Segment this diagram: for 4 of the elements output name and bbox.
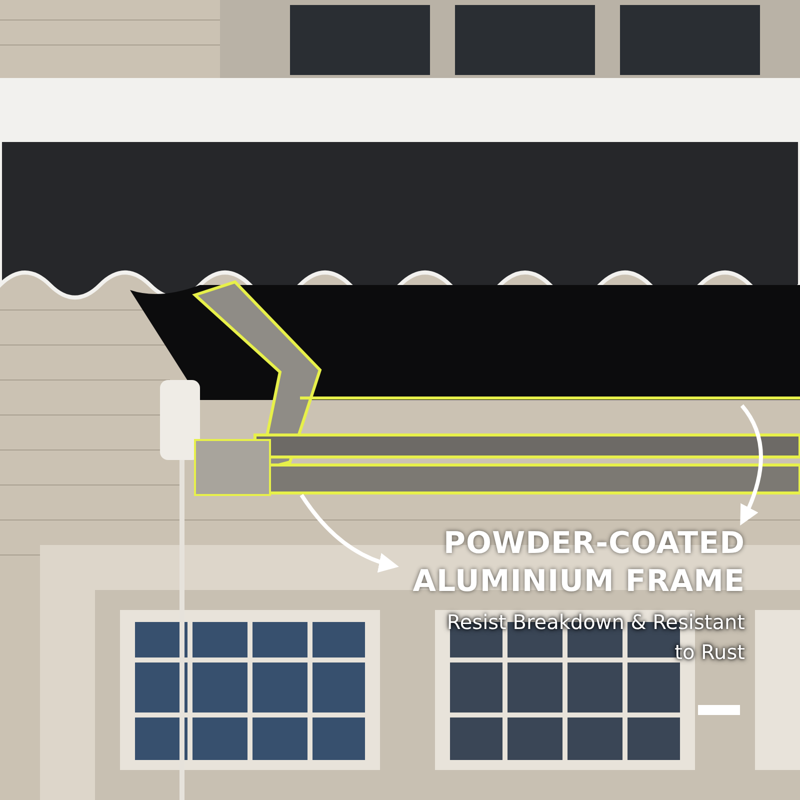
heading: POWDER-COATED ALUMINIUM FRAME [412, 525, 745, 601]
arrow [300, 494, 399, 572]
awning-frame-drawing [192, 280, 800, 496]
arrow [740, 404, 763, 526]
